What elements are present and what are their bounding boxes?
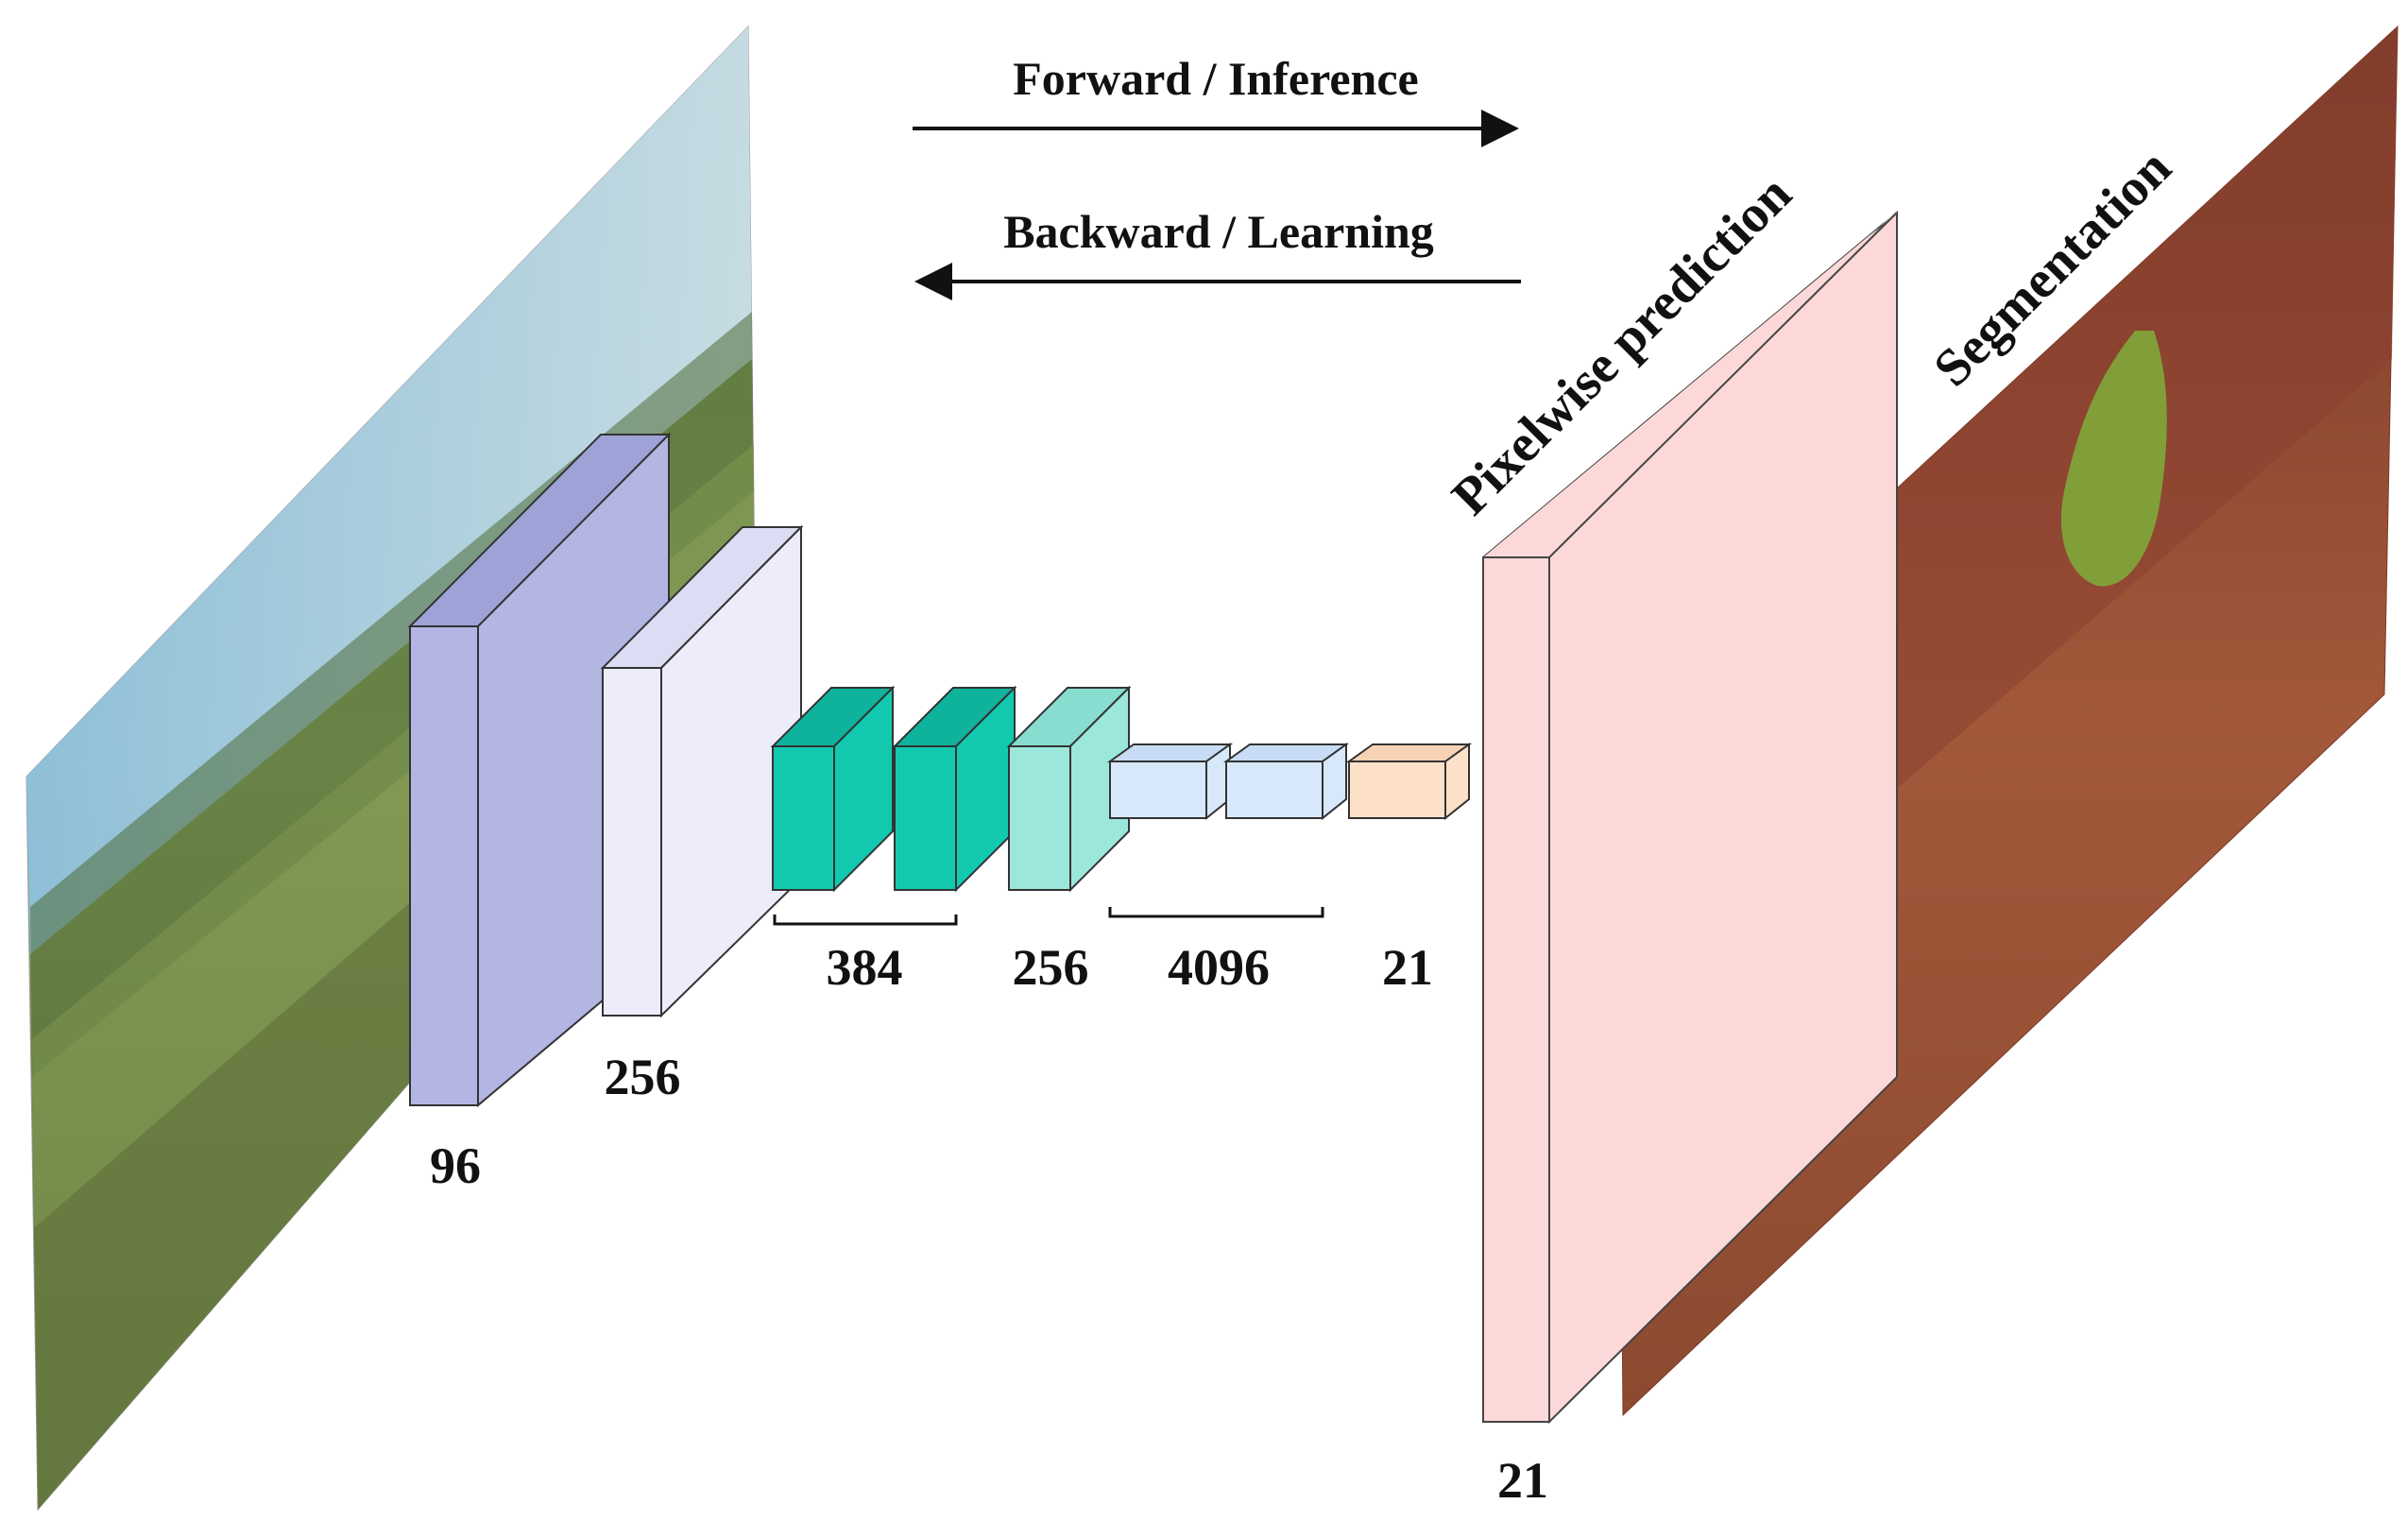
label-4096: 4096 [1168,939,1270,996]
forward-label: Forward / Inference [1013,52,1419,105]
backward-label: Backward / Learning [1003,205,1434,258]
label-384: 384 [827,939,903,996]
label-256-b: 256 [1013,939,1089,996]
layer-21 [1345,743,1473,821]
layer-4096-b [1222,743,1350,821]
layer-4096-a [1106,743,1234,821]
layer-256-a [600,524,804,1018]
label-21-fc8: 21 [1382,939,1433,996]
pixelwise-prediction-layer [1481,210,1898,1425]
bracket-4096 [1108,907,1324,918]
layer-256-b [1006,685,1132,893]
label-21-pixelwise: 21 [1497,1452,1548,1509]
bracket-384 [773,914,958,926]
label-256-a: 256 [605,1049,681,1105]
layer-384-a [770,685,896,893]
layer-384-b [892,685,1017,893]
label-96: 96 [430,1137,481,1194]
seg-bush-region [2060,331,2167,587]
